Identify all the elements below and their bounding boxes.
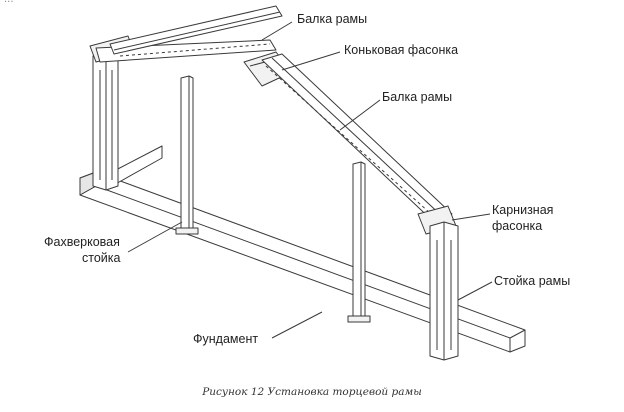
label-wind-post-1: Фахверковая	[44, 235, 120, 249]
leader-beam-right	[339, 99, 381, 131]
leader-wind-post	[127, 221, 183, 253]
wind-post-left	[175, 75, 199, 235]
right-beam	[261, 53, 453, 225]
label-column: Стойка рамы	[494, 274, 571, 288]
wind-post-right	[347, 161, 371, 323]
label-eave-plate-1: Карнизная	[492, 203, 554, 217]
label-wind-post-2: стойка	[82, 251, 121, 265]
figure-caption: Рисунок 12 Установка торцевой рамы	[202, 386, 422, 398]
label-ridge-plate: Коньковая фасонка	[344, 43, 459, 57]
top-beam	[95, 5, 283, 63]
label-beam-top: Балка рамы	[297, 12, 368, 26]
side-foundation	[111, 145, 163, 187]
label-foundation: Фундамент	[193, 332, 259, 346]
top-note: ...	[4, 0, 620, 5]
leader-foundation	[271, 311, 323, 339]
label-eave-plate-2: фасонка	[492, 219, 543, 233]
leader-ridge	[281, 51, 341, 71]
label-beam-right: Балка рамы	[382, 90, 453, 104]
leader-eave	[451, 213, 491, 221]
leader-column	[457, 281, 493, 301]
right-column	[429, 221, 459, 361]
leader-beam-top	[261, 21, 293, 41]
